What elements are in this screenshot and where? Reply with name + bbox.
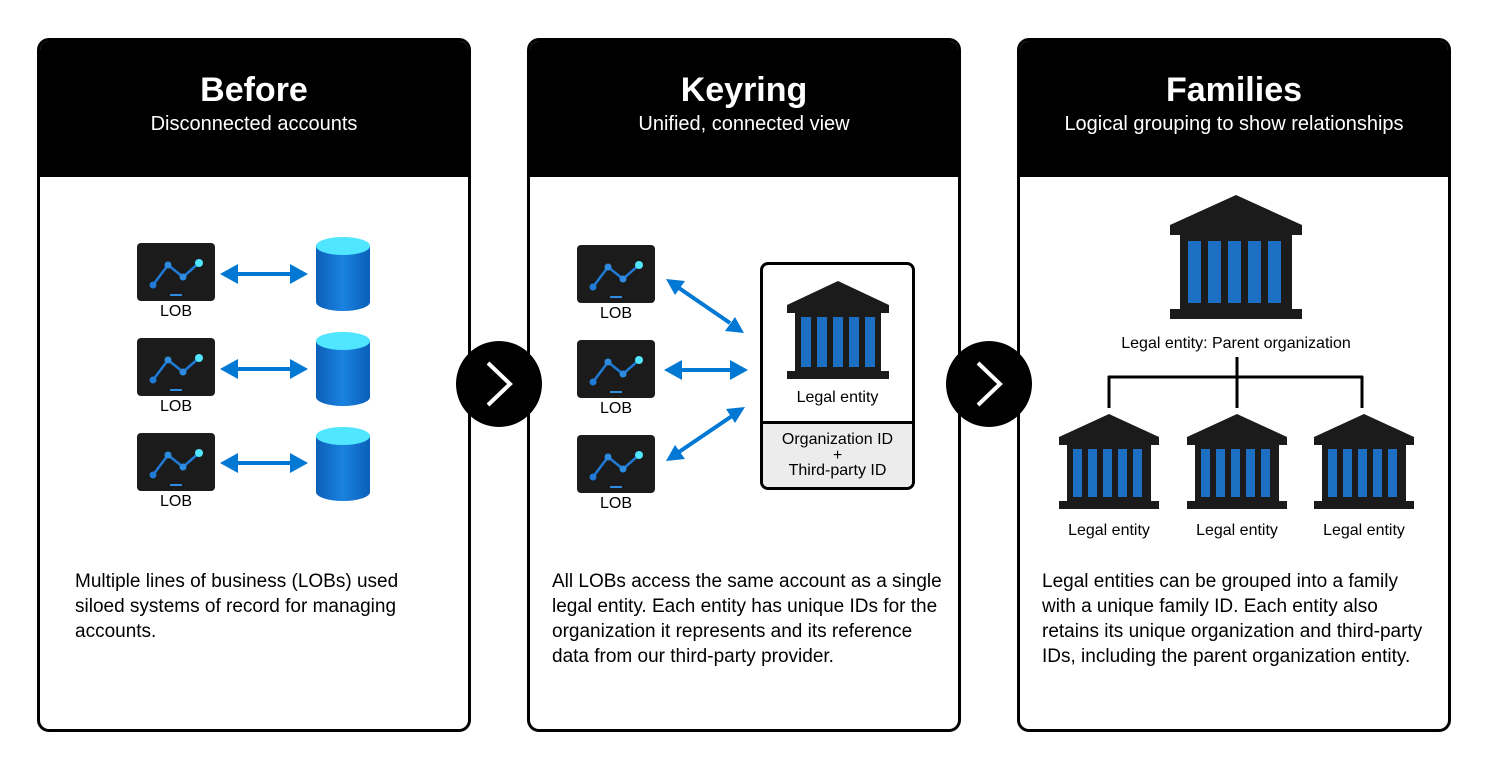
- line-chart-monitor-icon: [137, 433, 215, 491]
- parent-entity-label: Legal entity: Parent organization: [1121, 335, 1351, 352]
- organization-id-label: Organization ID: [781, 431, 894, 448]
- lob-label: LOB: [599, 400, 632, 417]
- bank-building-icon: [1187, 414, 1287, 509]
- legal-entity-card: Legal entity Organization ID + Third-par…: [760, 262, 915, 490]
- lob-label: LOB: [599, 305, 632, 322]
- chevron-right-icon: [976, 361, 1003, 407]
- next-step-button: [946, 341, 1032, 427]
- database-cylinder-icon: [316, 427, 370, 501]
- id-plus-sign: +: [832, 447, 843, 464]
- panel-header: Keyring Unified, connected view: [530, 41, 958, 177]
- line-chart-monitor-icon: [577, 245, 655, 303]
- bank-building-icon: [1059, 414, 1159, 509]
- chevron-right-icon: [486, 361, 513, 407]
- child-entity-label: Legal entity: [1068, 522, 1150, 539]
- line-chart-monitor-icon: [137, 243, 215, 301]
- next-step-button: [456, 341, 542, 427]
- bank-building-icon: [787, 281, 889, 379]
- panel-families: Families Logical grouping to show relati…: [1017, 38, 1451, 732]
- lob-label: LOB: [599, 495, 632, 512]
- panel-header: Before Disconnected accounts: [40, 41, 468, 177]
- panel-description: All LOBs access the same account as a si…: [552, 571, 942, 667]
- third-party-id-label: Third-party ID: [788, 462, 887, 479]
- legal-entity-label: Legal entity: [796, 389, 879, 406]
- panel-before: Before Disconnected accounts Multiple li…: [37, 38, 471, 732]
- child-entity-label: Legal entity: [1196, 522, 1278, 539]
- bank-building-icon: [1170, 195, 1302, 319]
- double-headed-arrow-icon: [220, 264, 308, 284]
- lob-label: LOB: [159, 493, 192, 510]
- panel-header: Families Logical grouping to show relati…: [1020, 41, 1448, 177]
- database-cylinder-icon: [316, 237, 370, 311]
- id-section: Organization ID + Third-party ID: [763, 421, 912, 487]
- panel-subtitle: Unified, connected view: [638, 113, 850, 135]
- line-chart-monitor-icon: [577, 435, 655, 493]
- panel-title: Keyring: [680, 71, 808, 109]
- line-chart-monitor-icon: [577, 340, 655, 398]
- panel-subtitle: Logical grouping to show relationships: [1064, 113, 1404, 135]
- database-cylinder-icon: [316, 332, 370, 406]
- panel-description: Multiple lines of business (LOBs) used s…: [75, 571, 399, 642]
- panel-subtitle: Disconnected accounts: [150, 113, 358, 135]
- panel-description: Legal entities can be grouped into a fam…: [1042, 571, 1423, 667]
- child-entity-label: Legal entity: [1323, 522, 1405, 539]
- bank-building-icon: [1314, 414, 1414, 509]
- panel-title: Before: [200, 71, 308, 109]
- panel-title: Families: [1165, 71, 1303, 109]
- lob-label: LOB: [159, 303, 192, 320]
- lob-label: LOB: [159, 398, 192, 415]
- double-headed-arrow-icon: [220, 359, 308, 379]
- line-chart-monitor-icon: [137, 338, 215, 396]
- double-headed-arrow-icon: [220, 453, 308, 473]
